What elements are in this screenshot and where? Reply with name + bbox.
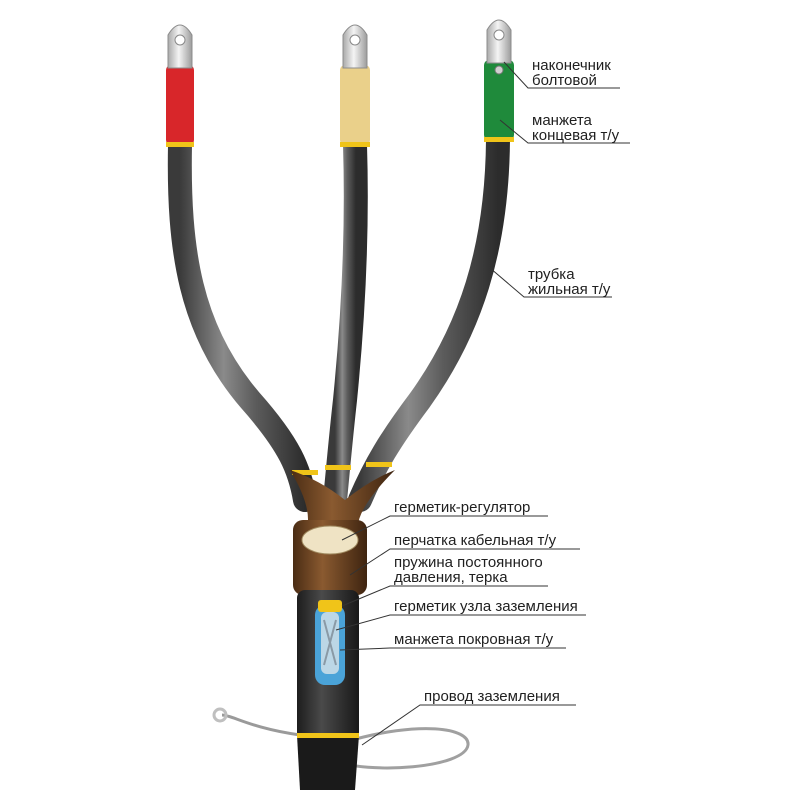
- label-cable-glove: перчатка кабельная т/у: [394, 532, 557, 549]
- cable-glove: [290, 470, 395, 595]
- label-lug-line-2: болтовой: [532, 72, 597, 89]
- lug-icon: [342, 24, 368, 69]
- end-cuff-green: [484, 60, 514, 140]
- label-spring-line-1: пружина постоянного: [394, 554, 543, 571]
- label-ground-wire: провод заземления: [424, 688, 560, 705]
- core-tubes: [167, 128, 510, 512]
- cable-body: [297, 590, 359, 790]
- labels: наконечник болтовой манжета концевая т/у…: [394, 57, 620, 705]
- end-cuff-yellow: [340, 65, 370, 145]
- label-cover-cuff: манжета покровная т/у: [394, 631, 554, 648]
- end-cuff-red: [166, 65, 194, 145]
- label-lug-line-1: наконечник: [532, 57, 611, 74]
- ground-wire-lug-icon: [212, 707, 228, 723]
- lug-icon: [486, 19, 512, 75]
- sealant-regulator-ring: [301, 525, 359, 555]
- bolted-lugs: [167, 19, 512, 75]
- label-sealant-regulator: герметик-регулятор: [394, 499, 530, 516]
- end-cuffs: [166, 60, 514, 147]
- label-core-tube-line-2: жильная т/у: [528, 281, 611, 298]
- label-ground-sealant: герметик узла заземления: [394, 598, 578, 615]
- spring-icon: [318, 600, 342, 612]
- label-core-tube-line-1: трубка: [528, 266, 575, 283]
- label-end-cuff-line-1: манжета: [532, 112, 593, 129]
- lug-icon: [167, 24, 193, 69]
- ground-wire: [212, 707, 470, 770]
- label-spring-line-2: давления, терка: [394, 569, 508, 586]
- leader-lines: [335, 61, 630, 746]
- label-end-cuff-line-2: концевая т/у: [532, 127, 620, 144]
